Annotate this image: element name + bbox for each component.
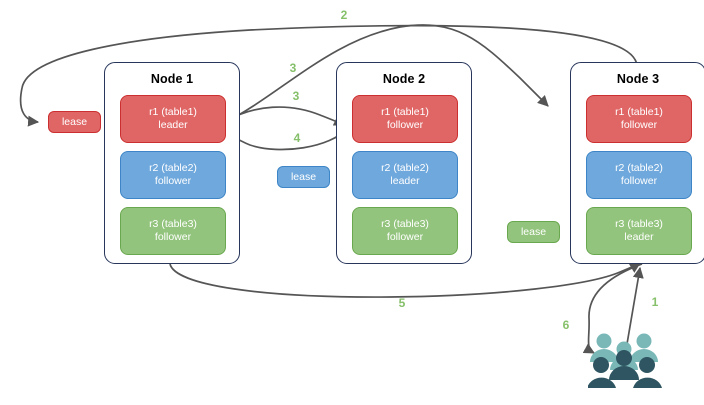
range-role: follower bbox=[386, 231, 424, 243]
lease-badge-r3[interactable]: lease bbox=[507, 221, 560, 243]
node-title: Node 3 bbox=[616, 72, 660, 86]
range-role: follower bbox=[154, 231, 192, 243]
range-node1-r2[interactable]: r2 (table2) follower bbox=[120, 151, 226, 199]
range-name: r1 (table1) bbox=[615, 106, 663, 118]
edge-label-4: 4 bbox=[293, 131, 301, 145]
range-role: leader bbox=[390, 175, 420, 187]
edge-5-path bbox=[169, 262, 641, 298]
edge-label-1: 1 bbox=[651, 295, 659, 309]
users-icon bbox=[588, 333, 662, 388]
edge-label-3b: 3 bbox=[292, 89, 300, 103]
edge-label-3a: 3 bbox=[289, 61, 297, 75]
range-node3-r3[interactable]: r3 (table3) leader bbox=[586, 207, 692, 255]
range-name: r1 (table1) bbox=[149, 106, 197, 118]
range-role: follower bbox=[154, 175, 192, 187]
range-node3-r2[interactable]: r2 (table2) follower bbox=[586, 151, 692, 199]
range-node1-r3[interactable]: r3 (table3) follower bbox=[120, 207, 226, 255]
range-node1-r1[interactable]: r1 (table1) leader bbox=[120, 95, 226, 143]
node-container-node2: Node 2 r1 (table1) follower r2 (table2) … bbox=[336, 62, 472, 264]
node-container-node3: Node 3 r1 (table1) follower r2 (table2) … bbox=[570, 62, 704, 264]
range-node2-r3[interactable]: r3 (table3) follower bbox=[352, 207, 458, 255]
range-role: leader bbox=[624, 231, 654, 243]
range-name: r3 (table3) bbox=[381, 218, 429, 230]
edge-label-2: 2 bbox=[340, 8, 348, 22]
range-role: follower bbox=[620, 119, 658, 131]
lease-badge-r1[interactable]: lease bbox=[48, 111, 101, 133]
range-name: r2 (table2) bbox=[149, 162, 197, 174]
edge-label-5: 5 bbox=[398, 296, 406, 310]
range-name: r3 (table3) bbox=[615, 218, 663, 230]
range-role: follower bbox=[386, 119, 424, 131]
node-title: Node 1 bbox=[150, 72, 194, 86]
range-name: r1 (table1) bbox=[381, 106, 429, 118]
range-node2-r2[interactable]: r2 (table2) leader bbox=[352, 151, 458, 199]
range-node2-r1[interactable]: r1 (table1) follower bbox=[352, 95, 458, 143]
range-role: leader bbox=[158, 119, 188, 131]
range-node3-r1[interactable]: r1 (table1) follower bbox=[586, 95, 692, 143]
edge-3b-path bbox=[223, 106, 345, 126]
range-name: r3 (table3) bbox=[149, 218, 197, 230]
edge-label-6: 6 bbox=[562, 318, 570, 332]
range-name: r2 (table2) bbox=[615, 162, 663, 174]
range-role: follower bbox=[620, 175, 658, 187]
node-container-node1: Node 1 r1 (table1) leader r2 (table2) fo… bbox=[104, 62, 240, 264]
node-title: Node 2 bbox=[382, 72, 426, 86]
range-name: r2 (table2) bbox=[381, 162, 429, 174]
lease-badge-r2[interactable]: lease bbox=[277, 166, 330, 188]
